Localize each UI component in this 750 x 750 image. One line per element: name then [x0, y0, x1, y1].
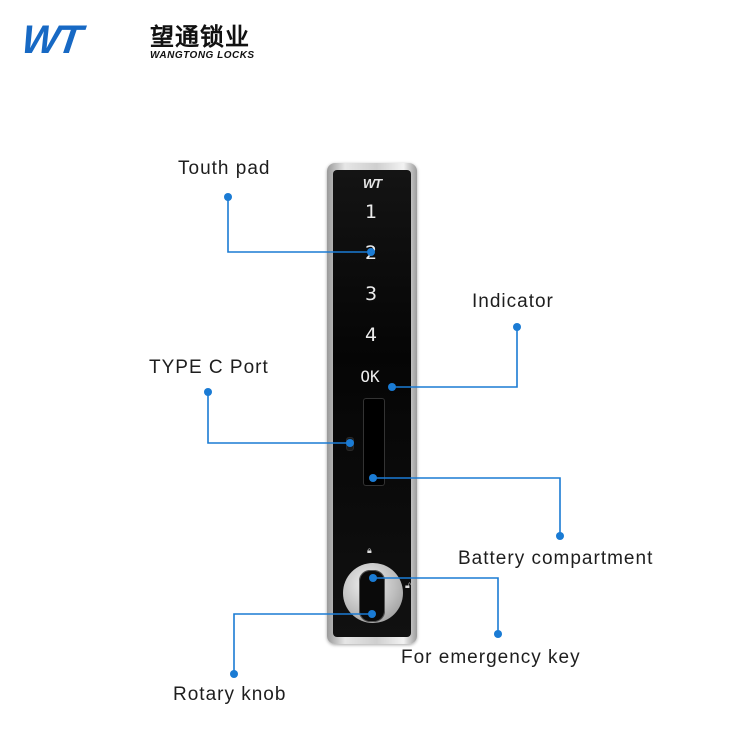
unlocked-icon: 🔓︎: [405, 580, 411, 590]
key-1[interactable]: 1: [364, 201, 378, 223]
key-4[interactable]: 4: [364, 324, 378, 346]
lock-brand-logo: WT: [362, 176, 382, 191]
label-emergency-key: For emergency key: [401, 647, 581, 668]
locked-icon: 🔒︎: [367, 545, 372, 555]
label-rotary-knob: Rotary knob: [173, 684, 287, 705]
key-ok[interactable]: OK: [360, 367, 380, 386]
battery-compartment[interactable]: [363, 398, 385, 486]
logo-english-name: WANGTONG LOCKS: [150, 50, 255, 61]
logo-chinese-name: 望通锁业: [150, 23, 250, 51]
label-indicator: Indicator: [472, 291, 554, 312]
label-battery-compartment: Battery compartment: [458, 548, 654, 569]
label-type-c-port: TYPE C Port: [149, 357, 269, 378]
label-touch-pad: Touth pad: [178, 158, 271, 179]
company-logo: WT 望通锁业 WANGTONG LOCKS: [19, 18, 272, 70]
key-3[interactable]: 3: [364, 283, 378, 305]
